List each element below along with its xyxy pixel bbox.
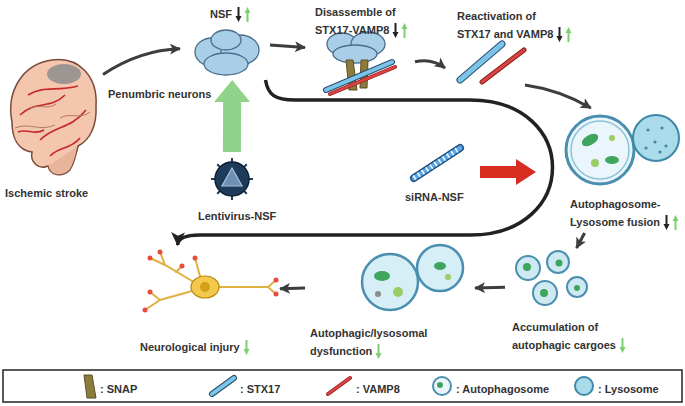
legend-label: : VAMP8 xyxy=(356,383,400,395)
flow-arrow xyxy=(280,287,305,291)
snap-symbol xyxy=(84,375,96,398)
label-holder: Neurological injury xyxy=(140,337,270,355)
change-arrows xyxy=(663,215,679,230)
label-holder: NSF xyxy=(210,4,250,22)
decrease-arrow xyxy=(376,344,382,359)
node-label: Neurological injury xyxy=(140,341,240,353)
block-arrow xyxy=(214,80,250,152)
figure-node: siRNA-NSF xyxy=(400,140,475,206)
change-arrows xyxy=(243,340,250,355)
flow-arrow xyxy=(475,286,505,290)
sirna-icon xyxy=(414,148,460,178)
label-holder: Autophagosome-Lysosome fusion xyxy=(570,194,664,230)
lentivirus-icon xyxy=(211,158,253,200)
change-arrows xyxy=(556,27,572,42)
legend-label: : Lysosome xyxy=(598,383,659,395)
flow-arrow xyxy=(103,49,180,75)
figure-node: Lentivirus-NSF xyxy=(195,152,285,227)
node-label: Disassemble of STX17-VAMP8 xyxy=(315,6,396,36)
label-holder: Lentivirus-NSF xyxy=(198,206,284,224)
figure-node: NSF xyxy=(180,2,270,80)
node-label: siRNA-NSF xyxy=(405,191,464,203)
node-label: NSF xyxy=(210,8,232,20)
legend-label: : SNAP xyxy=(100,383,137,395)
decrease-arrow xyxy=(619,338,625,353)
figure-node: Neurological injury xyxy=(115,245,280,360)
figure-node: Autophagosome-Lysosome fusion xyxy=(560,108,683,233)
increase-arrow xyxy=(673,215,679,230)
node-label: Ischemic stroke xyxy=(5,187,88,199)
legend-label: : Autophagosome xyxy=(456,383,549,395)
feedback-arrow xyxy=(178,80,553,245)
autophagosome-symbol xyxy=(433,377,451,395)
stx17-symbol xyxy=(212,378,234,394)
label-holder: siRNA-NSF xyxy=(405,187,473,205)
lysosome-symbol xyxy=(575,377,593,395)
legend-holder: : Lysosome xyxy=(598,379,659,397)
cargo-vesicles xyxy=(516,251,587,305)
brain-illustration xyxy=(11,59,96,174)
flow-arrow xyxy=(577,233,585,248)
label-holder: Reactivation of STX17 and VAMP8 xyxy=(457,6,567,42)
legend-holder: : STX17 xyxy=(240,379,280,397)
label-holder: Disassemble of STX17-VAMP8 xyxy=(315,2,407,38)
figure-node: Reactivation of STX17 and VAMP8 xyxy=(445,0,605,85)
legend-holder: : SNAP xyxy=(100,379,137,397)
increase-arrow xyxy=(402,23,408,38)
flow-arrow xyxy=(525,85,591,108)
legend-holder: : Autophagosome xyxy=(456,379,549,397)
decrease-arrow xyxy=(243,340,249,355)
neuron-illustration xyxy=(143,250,279,313)
dysfunction-vesicles xyxy=(362,245,463,310)
change-arrows xyxy=(375,344,382,359)
decrease-arrow xyxy=(393,23,399,38)
legend-frame xyxy=(3,370,682,402)
cargo-content xyxy=(523,260,580,298)
snare-rods xyxy=(460,44,524,82)
figure-node: Accumulation of autophagic cargoes xyxy=(505,248,635,354)
legend-label: : STX17 xyxy=(240,383,280,395)
node-label: Autophagic/lysosomal dysfunction xyxy=(310,327,427,357)
change-arrows xyxy=(392,23,408,38)
label-holder: Accumulation of autophagic cargoes xyxy=(512,317,630,353)
figure-node: Ischemic stroke xyxy=(3,55,103,205)
legend-holder: : VAMP8 xyxy=(356,379,400,397)
nsf-snare-complex xyxy=(326,32,395,94)
edge-label-holder: Penumbric neurons xyxy=(106,84,213,102)
figure-node: Disassemble of STX17-VAMP8 xyxy=(305,0,415,95)
decrease-arrow xyxy=(236,7,242,22)
decrease-arrow xyxy=(557,27,563,42)
decrease-arrow xyxy=(664,215,670,230)
vamp8-symbol xyxy=(328,378,350,394)
label-holder: Ischemic stroke xyxy=(5,183,103,201)
inhibition-arrow xyxy=(480,159,536,185)
flow-arrow xyxy=(270,45,305,48)
node-label: Reactivation of STX17 and VAMP8 xyxy=(457,10,553,40)
node-label: Autophagosome-Lysosome fusion xyxy=(570,198,660,228)
change-arrows xyxy=(235,7,251,22)
figure-node: Autophagic/lysosomal dysfunction xyxy=(305,240,475,360)
increase-arrow xyxy=(245,7,251,22)
edge-label: Penumbric neurons xyxy=(106,88,213,100)
nsf-protein xyxy=(195,30,259,75)
increase-arrow xyxy=(566,27,572,42)
flow-arrow xyxy=(415,61,445,68)
node-label: Accumulation of autophagic cargoes xyxy=(512,321,616,351)
fusion-illustration xyxy=(566,115,679,184)
node-label: Lentivirus-NSF xyxy=(198,210,276,222)
change-arrows xyxy=(619,338,626,353)
